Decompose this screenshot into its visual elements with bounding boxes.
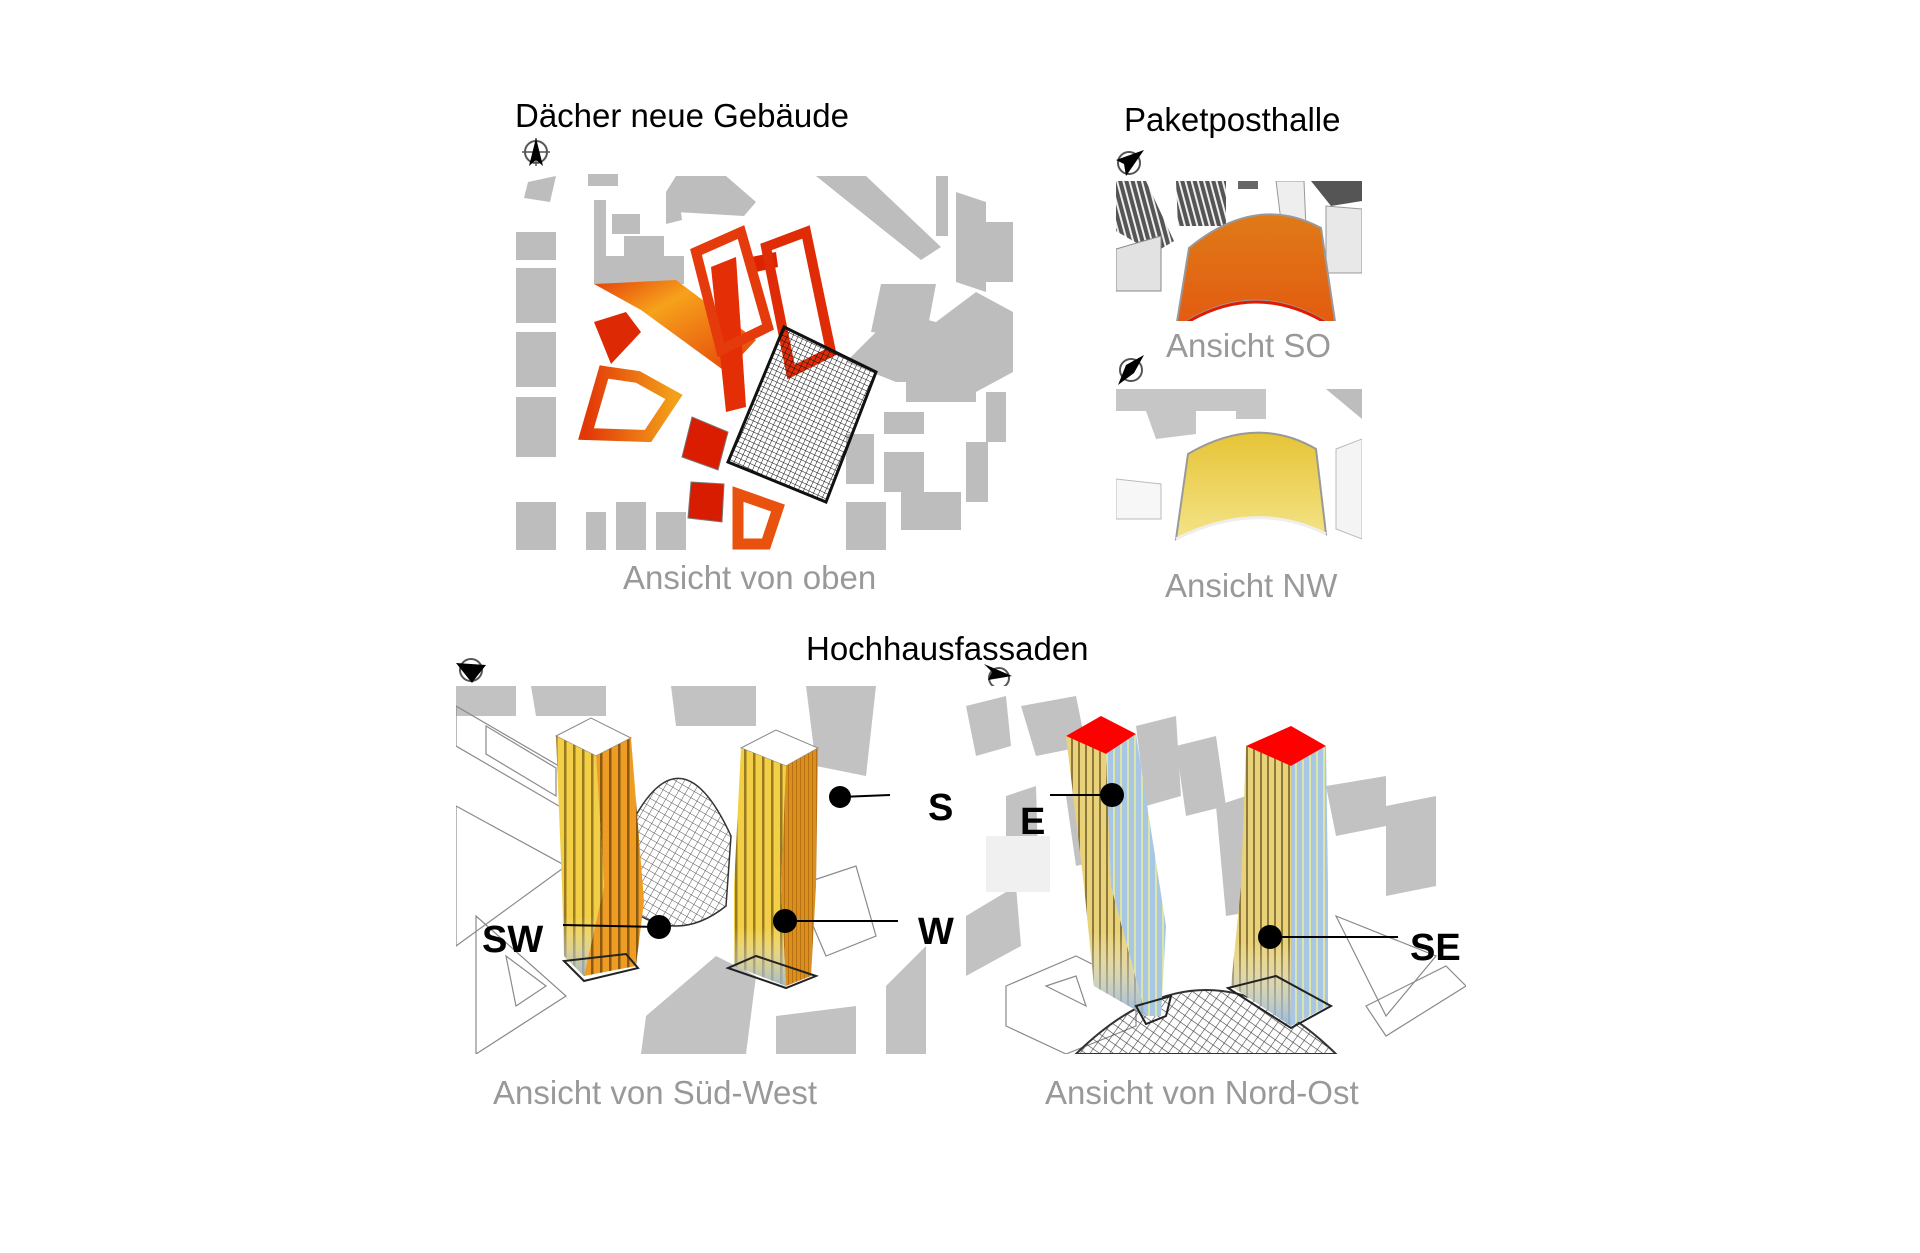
towers-view-north-east xyxy=(966,686,1466,1054)
north-arrow-icon xyxy=(454,653,488,687)
callout-se xyxy=(1258,924,1398,955)
towers-title: Hochhausfassaden xyxy=(806,630,1089,667)
roofs-caption: Ansicht von oben xyxy=(623,559,877,596)
towers-view-south-west xyxy=(456,686,962,1054)
north-arrow-icon xyxy=(1114,353,1148,387)
hall-view-so xyxy=(1116,181,1362,321)
roofs-title: Dächer neue Gebäude xyxy=(515,97,849,134)
hall-caption-nw: Ansicht NW xyxy=(1165,567,1338,604)
callout-s xyxy=(829,785,891,814)
roofs-top-view-map xyxy=(516,172,1013,550)
towers-caption-south-west: Ansicht von Süd-West xyxy=(493,1074,818,1111)
facade-label-w: W xyxy=(918,911,954,953)
context-buildings xyxy=(456,686,926,1054)
facade-label-e: E xyxy=(1020,801,1046,843)
facade-label-s: S xyxy=(928,787,954,829)
context-buildings xyxy=(516,174,1013,550)
north-arrow-icon xyxy=(519,135,553,169)
hall-view-nw xyxy=(1116,389,1362,551)
north-arrow-icon xyxy=(1112,146,1146,180)
towers-caption-north-east: Ansicht von Nord-Ost xyxy=(1045,1074,1359,1111)
hall-caption-so: Ansicht SO xyxy=(1166,327,1332,364)
facade-label-se: SE xyxy=(1410,927,1461,969)
callout-e xyxy=(1050,782,1125,813)
hall-title: Paketposthalle xyxy=(1124,101,1341,138)
callout-sw xyxy=(562,913,673,944)
callout-w xyxy=(773,909,898,938)
new-building-roofs xyxy=(578,225,878,550)
facade-label-sw: SW xyxy=(482,919,544,961)
